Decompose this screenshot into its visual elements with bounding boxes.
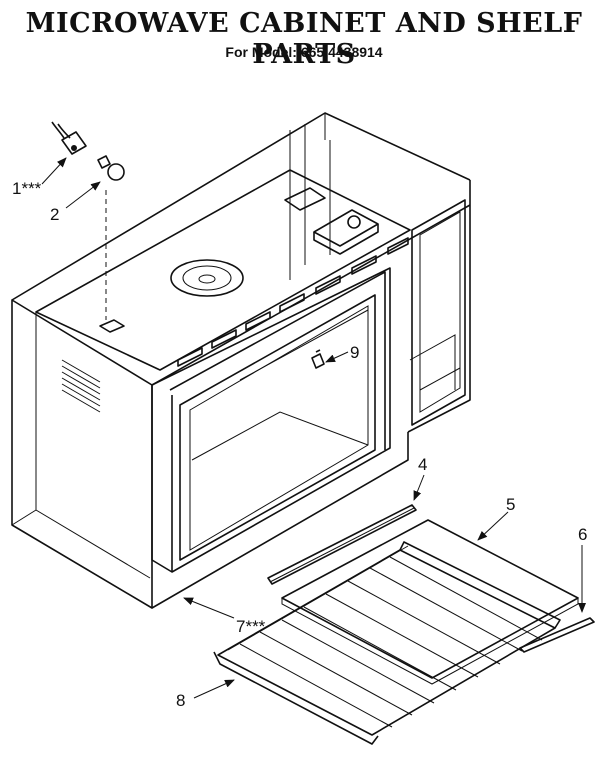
callout-leaders [41,157,586,699]
callout-5: 5 [506,495,515,514]
callout-6: 6 [578,525,587,544]
shelf-plate [281,519,579,685]
model-subtitle: For Model: 665.4438914 [225,44,383,60]
callout-labels: 1*** 2 4 5 6 7*** 8 9 [12,179,587,710]
front-top-slots [177,237,409,367]
turntable-disk [170,259,244,297]
shelf-side-rod [519,617,595,653]
callout-1: 1*** [12,179,42,198]
callout-7: 7*** [236,617,266,636]
lamp-bulb [97,155,125,181]
diagram-title: MICROWAVE CABINET AND SHELF PARTS [25,8,583,70]
lamp-opening [99,319,125,333]
callout-4: 4 [418,455,427,474]
shelf-support-rail [267,504,417,585]
cabinet-shell [11,112,471,609]
wire-rack [213,541,561,745]
callout-9: 9 [350,343,359,362]
side-vents [61,359,101,413]
latch-part [311,349,325,369]
rear-bracket [284,187,379,255]
lamp-socket [51,121,87,155]
front-opening-frame [151,267,391,573]
callout-2: 2 [50,205,59,224]
callout-8: 8 [176,691,185,710]
